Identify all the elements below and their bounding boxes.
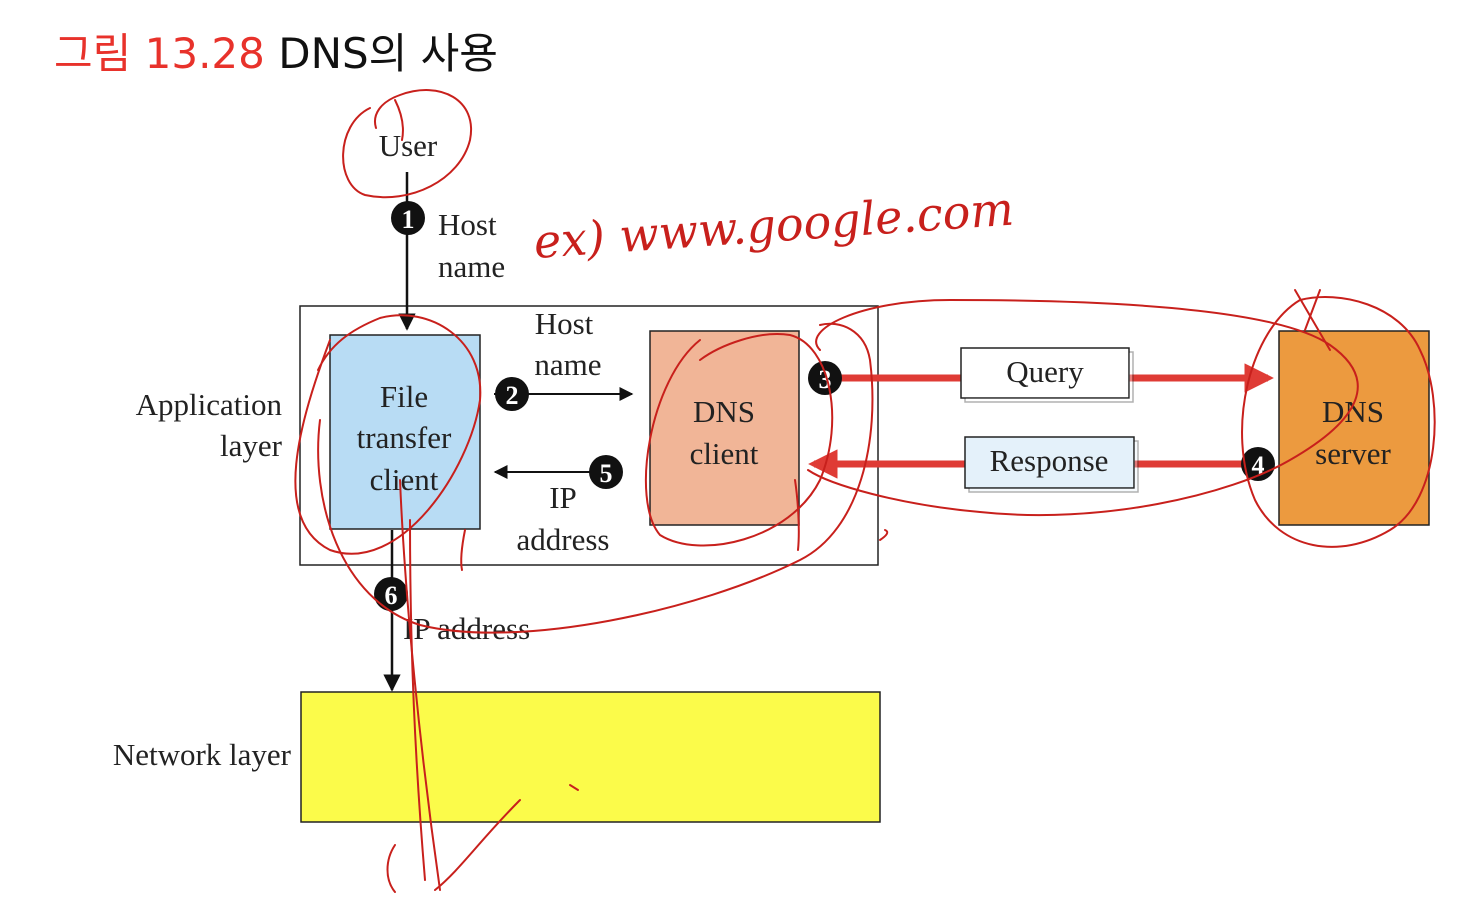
ftc-label-2: transfer [357, 420, 452, 455]
dns-client-box [649, 330, 800, 526]
host-name-label-2b: name [534, 347, 601, 382]
step-3-badge: 3 [808, 361, 842, 395]
ftc-label-3: client [370, 462, 439, 497]
query-box [960, 347, 1130, 399]
svg-text:2: 2 [506, 381, 519, 410]
host-name-label-1b: name [438, 249, 505, 284]
application-layer-label-1: Application [136, 387, 283, 422]
dns-server-box [1278, 330, 1430, 526]
ip-address-label-a: IP [549, 480, 577, 515]
svg-text:4: 4 [1252, 451, 1265, 480]
query-label: Query [1006, 354, 1084, 389]
handwritten-annotations [294, 89, 1436, 893]
host-name-label-1a: Host [438, 207, 497, 242]
file-transfer-client-box [329, 334, 481, 530]
svg-text:1: 1 [402, 205, 415, 234]
response-label: Response [990, 443, 1109, 478]
svg-text:6: 6 [385, 581, 398, 610]
response-box [964, 436, 1135, 489]
network-layer-box [300, 691, 881, 823]
step-6-badge: 6 [374, 577, 408, 611]
svg-text:5: 5 [600, 459, 613, 488]
dns-client-label-1: DNS [693, 394, 755, 429]
host-name-label-2a: Host [535, 306, 594, 341]
network-layer-label: Network layer [113, 737, 292, 772]
figure-number: 그림 13.28 [54, 29, 265, 78]
ip-address-label-6: IP address [403, 611, 530, 646]
user-label: User [379, 128, 438, 163]
step-5-badge: 5 [589, 455, 623, 489]
dns-client-label-2: client [690, 436, 759, 471]
step-2-badge: 2 [495, 377, 529, 411]
ftc-label-1: File [380, 379, 428, 414]
dns-server-label-1: DNS [1322, 394, 1384, 429]
dns-server-label-2: server [1315, 436, 1391, 471]
figure-title: 그림 13.28 DNS의 사용 [54, 28, 498, 80]
handwriting-example: ex) www.google.com [532, 182, 1016, 269]
step-1-badge: 1 [391, 201, 425, 235]
application-layer-label-2: layer [220, 428, 283, 463]
ip-address-label-b: address [517, 522, 610, 557]
figure-caption: DNS의 사용 [264, 29, 498, 78]
